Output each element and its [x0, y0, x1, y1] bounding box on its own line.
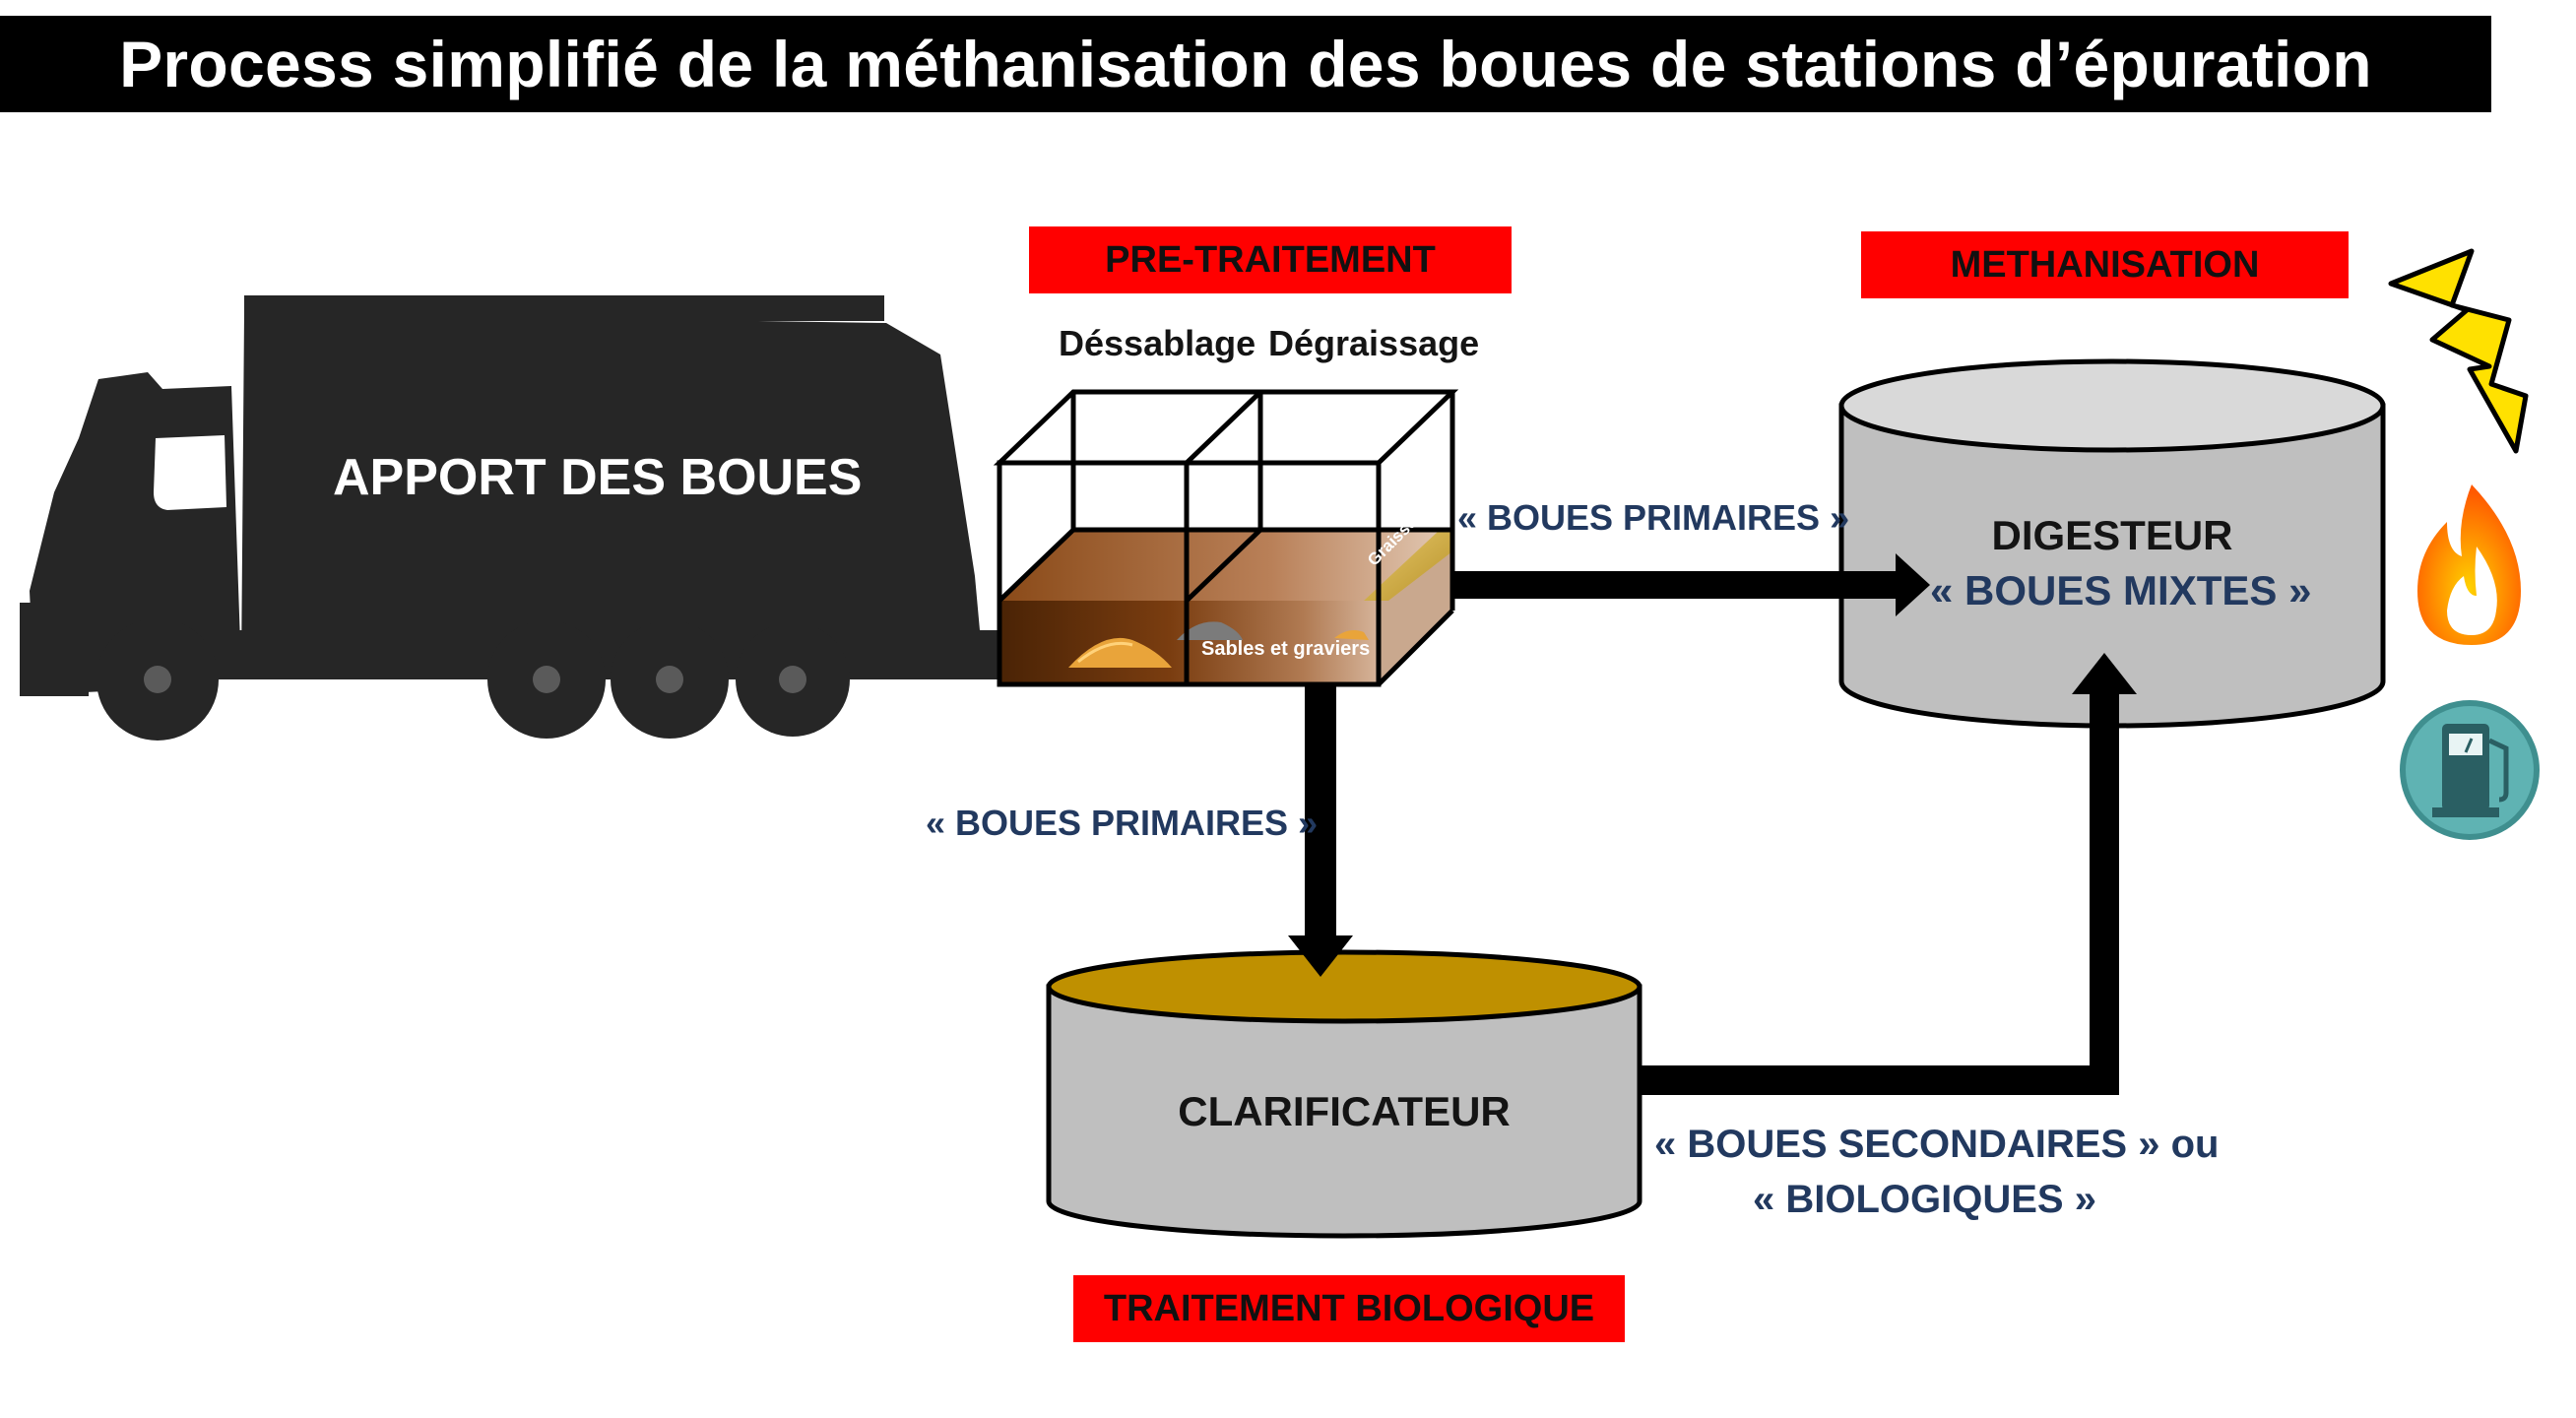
flow-label-secondaires-1: « BOUES SECONDAIRES » ou [1654, 1123, 2220, 1166]
truck-wheel-hubs [144, 666, 806, 693]
flame-icon [2417, 484, 2521, 645]
fuel-pump-icon [2400, 700, 2540, 840]
dessablage-label: Déssablage [1059, 323, 1256, 363]
pretraitement-tank [993, 389, 1459, 687]
lightning-icon [2388, 248, 2529, 454]
flow-label-to-clarificateur: « BOUES PRIMAIRES » [926, 803, 1319, 843]
flow-label-to-digesteur: « BOUES PRIMAIRES » [1457, 497, 1850, 538]
clarificateur-name: CLARIFICATEUR [1178, 1088, 1511, 1134]
clarificateur-tank [1046, 949, 1642, 1239]
sables-label: Sables et graviers [1201, 638, 1371, 660]
digesteur-tank [1838, 358, 2386, 729]
stage-label-traitement-biologique: TRAITEMENT BIOLOGIQUE [1073, 1275, 1625, 1342]
stage-label-methanisation: METHANISATION [1861, 231, 2349, 298]
flow-label-secondaires-2: « BIOLOGIQUES » [1753, 1178, 2096, 1221]
page-title: Process simplifié de la méthanisation de… [0, 16, 2491, 112]
degraissage-label: Dégraissage [1268, 323, 1480, 363]
digesteur-name: DIGESTEUR [1991, 512, 2233, 558]
digesteur-content: « BOUES MIXTES » [1930, 567, 2312, 613]
truck-label: APPORT DES BOUES [333, 449, 863, 506]
stage-label-pretraitement: PRE-TRAITEMENT [1029, 226, 1512, 293]
sand-pile [1068, 637, 1172, 668]
truck-window [154, 435, 226, 510]
gravel-pile [1177, 621, 1243, 640]
flow-arrows [1288, 553, 2137, 1095]
